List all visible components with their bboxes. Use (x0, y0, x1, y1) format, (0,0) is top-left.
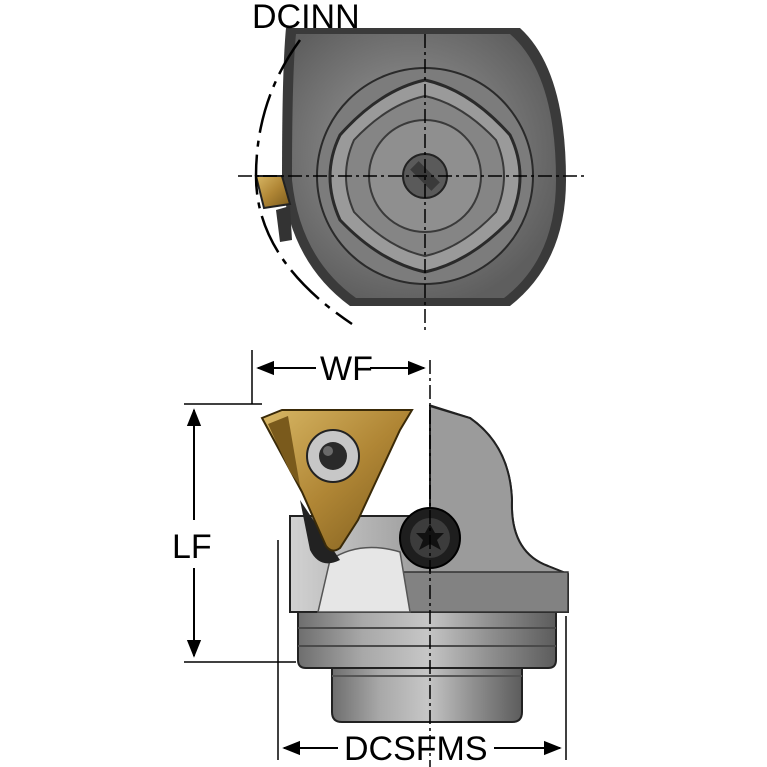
insert-screw-hole (319, 442, 347, 470)
top-insert-clamp (276, 206, 292, 242)
wf-label: WF (320, 350, 373, 388)
dcinn-label: DCINN (252, 0, 360, 36)
dcsfms-label: DCSFMS (344, 730, 488, 767)
top-view: DCINN (238, 0, 588, 330)
lf-label: LF (172, 528, 212, 566)
side-view: WF LF DCSFMS (172, 350, 569, 767)
head-right-face (429, 404, 569, 613)
dcinn-arc (254, 39, 353, 326)
chip-pocket (317, 546, 411, 613)
insert-edge (268, 416, 300, 486)
coupling-shank (331, 661, 523, 723)
flange (297, 611, 557, 669)
insert-screw-highlight (323, 446, 333, 456)
